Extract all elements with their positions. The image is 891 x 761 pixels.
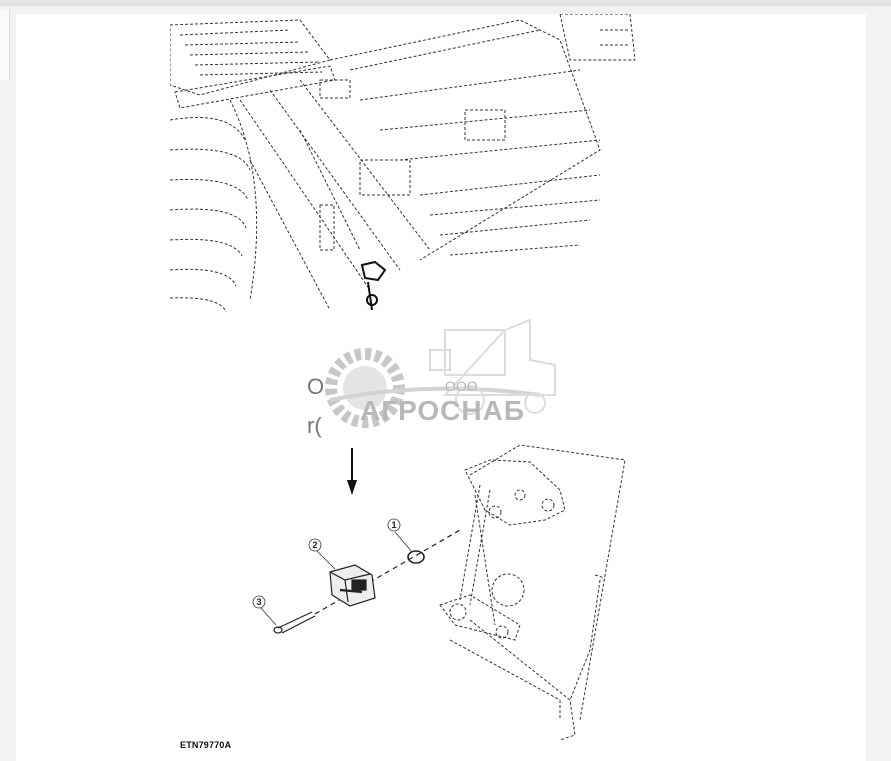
callout-label-2: 2 — [313, 540, 318, 550]
callout-label-1: 1 — [392, 520, 397, 530]
text-fragment-2: r( — [307, 413, 322, 438]
pin-part — [277, 611, 316, 634]
watermark-prefix: ООО — [445, 378, 478, 394]
callout-1 — [387, 518, 401, 532]
figure-code: ETN79770A — [180, 740, 232, 750]
left-panel-edge — [0, 10, 10, 80]
linkage-assembly-drawing — [439, 444, 626, 741]
o-ring-part — [407, 550, 425, 564]
watermark-company: АГРОСНАБ — [360, 395, 525, 426]
callout-2 — [308, 538, 322, 552]
machine-overview-drawing — [170, 14, 636, 313]
callout-3 — [252, 595, 266, 609]
sensor-part — [329, 564, 376, 607]
arrow-down — [347, 448, 357, 495]
watermark-logo — [325, 318, 556, 428]
callouts — [252, 518, 413, 626]
callout-label-3: 3 — [257, 597, 262, 607]
top-bar — [0, 0, 891, 6]
exploded-parts — [273, 529, 461, 634]
text-fragment-1: O — [307, 374, 325, 399]
sensor-location-highlight — [360, 260, 387, 311]
